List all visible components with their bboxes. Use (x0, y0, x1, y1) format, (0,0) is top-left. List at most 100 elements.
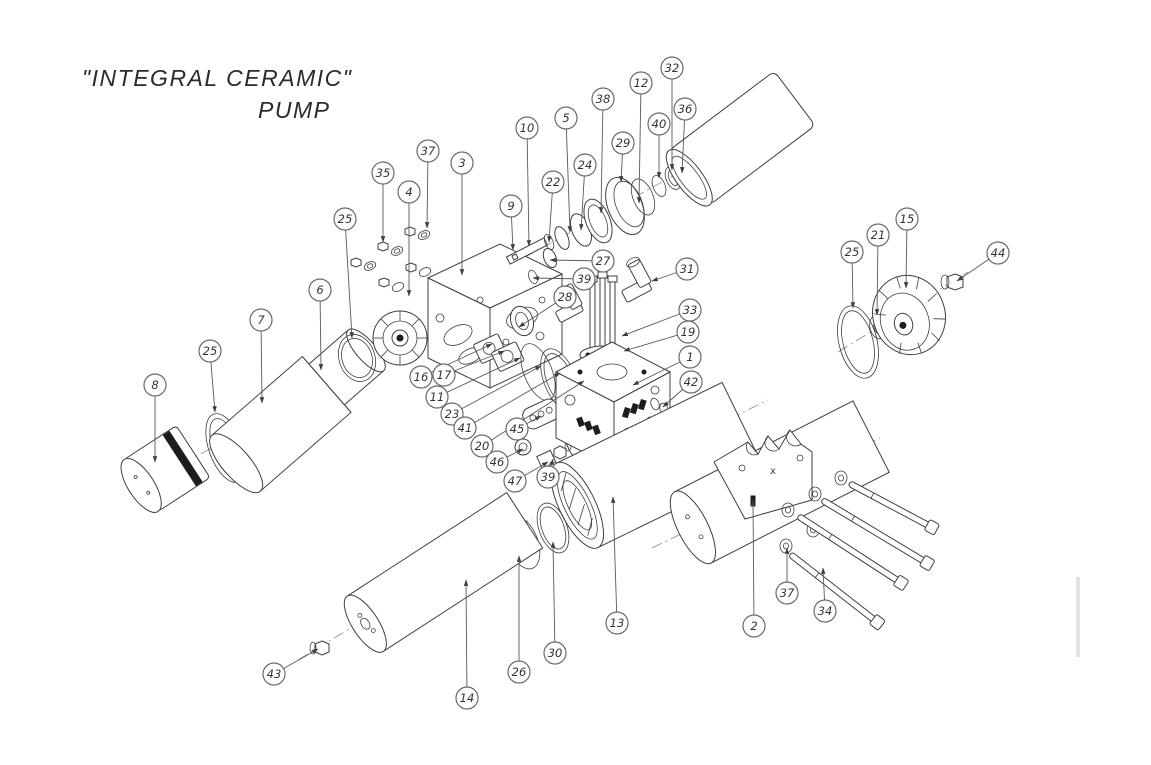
balloon-13: 13 (605, 611, 629, 635)
balloon-circle-13 (605, 611, 629, 635)
leader-line-30 (550, 541, 556, 654)
balloon-number-23: 23 (445, 407, 460, 421)
leader-line-5 (565, 117, 573, 233)
balloon-number-37: 37 (780, 586, 795, 600)
balloon-circle-34 (813, 599, 837, 623)
balloon-circle-9 (499, 194, 523, 218)
balloon-20: 20 (470, 434, 494, 458)
balloon-number-29: 29 (616, 136, 631, 150)
balloon-number-24: 24 (578, 158, 593, 172)
balloon-circle-20 (470, 434, 494, 458)
balloon-26: 26 (507, 660, 531, 684)
balloon-9: 9 (499, 194, 523, 218)
balloon-circle-29 (611, 131, 635, 155)
balloon-number-38: 38 (596, 92, 611, 106)
title-line2: PUMP (258, 97, 330, 123)
balloon-circle-37 (416, 139, 440, 163)
part-muffler-cylinder (665, 73, 814, 207)
leader-line-10 (526, 127, 532, 247)
balloon-number-7: 7 (257, 313, 265, 327)
balloon-8: 8 (143, 373, 167, 397)
balloon-25: 25 (198, 339, 222, 363)
balloon-34: 34 (813, 599, 837, 623)
balloon-number-30: 30 (548, 646, 563, 660)
balloon-17: 17 (432, 363, 456, 387)
balloon-circle-8 (143, 373, 167, 397)
balloon-number-36: 36 (678, 102, 693, 116)
balloon-35: 35 (371, 161, 395, 185)
balloon-circle-25 (840, 240, 864, 264)
balloon-circle-14 (455, 686, 479, 710)
balloon-number-33: 33 (683, 303, 698, 317)
balloon-number-4: 4 (405, 185, 412, 199)
balloon-circle-28 (553, 285, 577, 309)
part-right-cylinder: x (669, 400, 890, 565)
balloon-circle-46 (485, 450, 509, 474)
balloon-number-16: 16 (414, 370, 429, 384)
balloon-circle-15 (895, 207, 919, 231)
balloon-number-43: 43 (267, 667, 282, 681)
balloon-number-41: 41 (458, 421, 473, 435)
leader-line-14 (463, 579, 469, 699)
balloon-27: 27 (591, 249, 615, 273)
balloon-number-32: 32 (665, 61, 680, 75)
balloon-36: 36 (673, 97, 697, 121)
part-valve-stack (473, 305, 595, 412)
balloon-number-40: 40 (652, 117, 667, 131)
leader-line-33 (621, 309, 691, 337)
balloon-circle-4 (397, 180, 421, 204)
balloon-4: 4 (397, 180, 421, 204)
balloon-39: 39 (536, 465, 560, 489)
balloon-11: 11 (425, 385, 449, 409)
balloon-circle-26 (507, 660, 531, 684)
balloon-33: 33 (678, 298, 702, 322)
part-valve-manifold (554, 257, 678, 469)
balloon-number-17: 17 (437, 368, 452, 382)
leader-line-23 (451, 365, 542, 415)
balloon-circle-21 (866, 223, 890, 247)
balloon-circle-12 (629, 71, 653, 95)
balloon-number-15: 15 (900, 212, 915, 226)
leader-line-12 (636, 82, 642, 204)
balloon-10: 10 (515, 116, 539, 140)
balloon-circle-2 (742, 614, 766, 638)
balloon-number-1: 1 (686, 350, 693, 364)
balloon-31: 31 (675, 257, 699, 281)
balloon-circle-39 (572, 267, 596, 291)
balloon-circle-47 (503, 469, 527, 493)
leader-line-25 (344, 218, 354, 339)
balloon-number-39: 39 (541, 470, 556, 484)
hardware-nuts-washers (350, 226, 432, 292)
balloon-number-20: 20 (475, 439, 490, 453)
balloon-24: 24 (573, 153, 597, 177)
balloon-25: 25 (333, 207, 357, 231)
part-endcap-left (120, 426, 210, 513)
balloon-circle-16 (409, 365, 433, 389)
balloon-number-25: 25 (845, 245, 860, 259)
balloon-number-11: 11 (430, 390, 445, 404)
leader-line-20 (481, 380, 585, 447)
balloon-number-25: 25 (203, 344, 218, 358)
balloon-circle-45 (505, 417, 529, 441)
balloon-44: 44 (986, 241, 1010, 265)
balloon-5: 5 (554, 106, 578, 130)
part-bearing-hub (372, 310, 428, 366)
balloon-number-47: 47 (508, 474, 523, 488)
balloon-circle-33 (678, 298, 702, 322)
balloon-number-46: 46 (490, 455, 505, 469)
balloon-circle-39 (536, 465, 560, 489)
balloon-circle-44 (986, 241, 1010, 265)
part-tube-coupling (209, 328, 386, 494)
balloon-3: 3 (450, 151, 474, 175)
leader-line-21 (874, 234, 880, 316)
balloon-15: 15 (895, 207, 919, 231)
balloon-number-44: 44 (991, 246, 1006, 260)
balloon-number-10: 10 (520, 121, 535, 135)
balloon-circle-38 (591, 87, 615, 111)
balloon-number-12: 12 (634, 76, 649, 90)
balloon-12: 12 (629, 71, 653, 95)
balloon-circle-25 (198, 339, 222, 363)
balloon-number-35: 35 (376, 166, 391, 180)
balloon-circle-40 (647, 112, 671, 136)
